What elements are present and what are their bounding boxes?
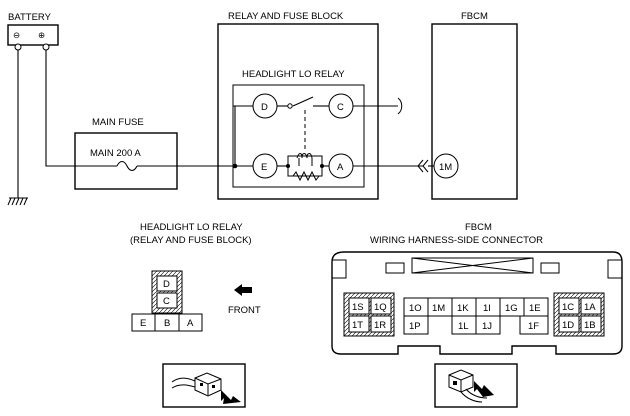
- relay-conn-cell-d: [156, 275, 178, 292]
- main-fuse-value: MAIN 200 A: [90, 148, 141, 159]
- ground-symbol: [7, 50, 28, 206]
- fbcm-pin-1i: 1I: [483, 303, 491, 314]
- battery-negative-symbol: ⊖: [13, 30, 20, 40]
- fbcm-connector-title-2: WIRING HARNESS-SIDE CONNECTOR: [370, 235, 543, 246]
- fbcm-connector-latch: [411, 257, 534, 274]
- relay-terminal-c-label: C: [337, 102, 344, 113]
- relay-switch-arm: [292, 96, 314, 107]
- relay-terminal-a-label: A: [337, 162, 344, 173]
- relay-terminal-d: [252, 93, 278, 119]
- fbcm-pin-1t: 1T: [352, 320, 363, 331]
- fbcm-pin-1c: 1C: [562, 302, 574, 313]
- fbcm-pin-1e: 1E: [529, 303, 541, 314]
- fbcm-pin-1q: 1Q: [374, 302, 387, 313]
- fbcm-pin-1a: 1A: [584, 302, 596, 313]
- fbcm-pin-1o: 1O: [409, 303, 422, 314]
- battery-negative-post: [14, 43, 22, 51]
- relay-connector-title-1: HEADLIGHT LO RELAY: [140, 222, 243, 233]
- front-arrow-icon: [234, 284, 252, 296]
- insert-arrow-icon: [221, 390, 241, 404]
- fbcm-pin-1m: 1M: [432, 303, 445, 314]
- fbcm-terminal-1m-label: 1M: [439, 162, 452, 173]
- battery-positive-post: [42, 43, 50, 51]
- fbcm-connector-title-1: FBCM: [465, 222, 492, 233]
- relay-terminal-e-label: E: [261, 162, 267, 173]
- relay-connector-view-icon: [162, 363, 246, 408]
- switch-contact: [287, 103, 293, 109]
- battery-positive-wire: [45, 50, 75, 167]
- main-fuse-title: MAIN FUSE: [92, 117, 144, 128]
- fbcm-pin-1j: 1J: [482, 321, 492, 332]
- relay-coil: [296, 153, 313, 159]
- fbcm-title: FBCM: [461, 11, 488, 22]
- fbcm-pin-1g: 1G: [505, 303, 518, 314]
- relay-fuse-block-box: [217, 23, 379, 200]
- battery: BATTERY ⊖ ⊕: [7, 12, 59, 51]
- fbcm-connector-view-icon: [434, 363, 518, 408]
- battery-positive-symbol: ⊕: [38, 30, 45, 40]
- fbcm-pin-1l: 1L: [458, 321, 469, 332]
- relay-conn-cell-a-label: A: [187, 318, 194, 329]
- relay-connector-title-2: (RELAY AND FUSE BLOCK): [130, 235, 252, 246]
- relay-fuse-block-title: RELAY AND FUSE BLOCK: [228, 11, 344, 22]
- main-fuse: MAIN FUSE MAIN 200 A: [74, 117, 178, 190]
- battery-box: [7, 24, 59, 46]
- insert-arrow-icon-2: [474, 381, 494, 397]
- relay-terminal-e: [252, 153, 278, 179]
- headlight-lo-relay-title: HEADLIGHT LO RELAY: [242, 69, 345, 80]
- fbcm-connector: 1S 1Q 1T 1R 1O 1M 1K 1I 1G 1E 1P 1L 1J 1…: [331, 251, 623, 355]
- front-label: FRONT: [228, 305, 261, 316]
- junction-dot: [232, 163, 238, 169]
- relay-conn-cell-b-label: B: [164, 318, 170, 329]
- connector-symbol: [417, 159, 429, 173]
- relay-conn-cell-c: [156, 292, 178, 309]
- relay-fuse-block: RELAY AND FUSE BLOCK HEADLIGHT LO RELAY …: [217, 11, 379, 200]
- relay-conn-cell-c-label: C: [163, 296, 170, 307]
- relay-resistor: [292, 170, 320, 182]
- relay-conn-cell-d-label: D: [163, 279, 170, 290]
- fbcm-pin-1p: 1P: [409, 321, 421, 332]
- relay-inner-box: [232, 84, 365, 188]
- relay-connector: D C E B A: [131, 270, 203, 332]
- fuse-symbol: [116, 160, 138, 172]
- relay-conn-cell-e-label: E: [140, 318, 146, 329]
- fbcm-pin-1d: 1D: [562, 320, 574, 331]
- fbcm-pin-1r: 1R: [374, 320, 386, 331]
- fbcm-pin-1f: 1F: [528, 321, 539, 332]
- fbcm-terminal-1m: [433, 153, 459, 179]
- fbcm-box: [431, 23, 518, 200]
- fbcm-pin-1b: 1B: [584, 320, 596, 331]
- main-fuse-box: [74, 132, 178, 190]
- fbcm-pin-1k: 1K: [457, 303, 469, 314]
- fbcm-module: FBCM 1M: [431, 11, 518, 200]
- relay-terminal-d-label: D: [261, 102, 268, 113]
- fbcm-pin-1s: 1S: [352, 302, 364, 313]
- battery-label: BATTERY: [8, 12, 52, 23]
- wire-break-symbol: [397, 97, 403, 115]
